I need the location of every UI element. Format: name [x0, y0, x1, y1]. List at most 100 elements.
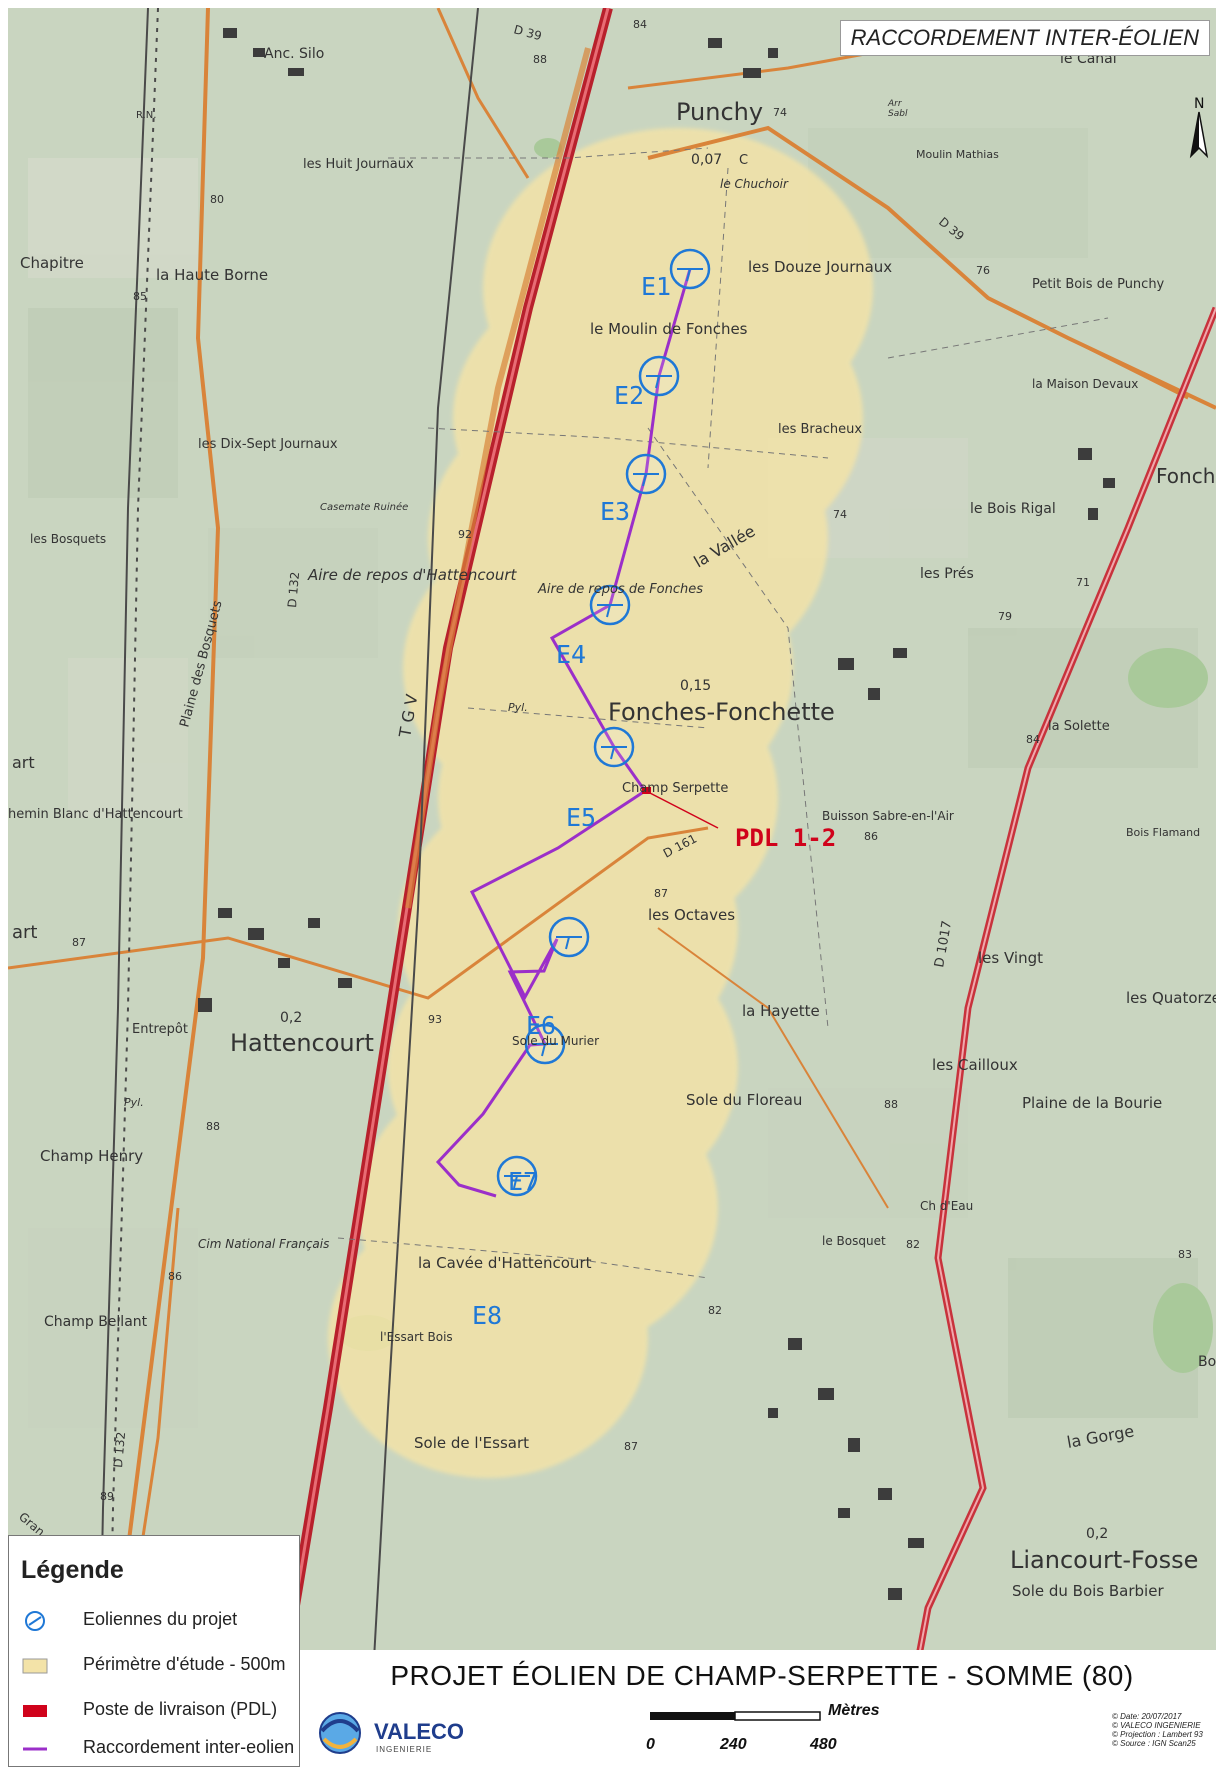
place-bois-flamand: Bois Flamand	[1126, 826, 1200, 839]
place-fonches-fonchette: Fonches-Fonchette	[608, 698, 835, 726]
spot-n83: 83	[1178, 1248, 1192, 1261]
place-cim-national: Cim National Français	[198, 1237, 329, 1251]
spot-n82: 82	[906, 1238, 920, 1251]
spot-n71: 71	[1076, 576, 1090, 589]
map-title: RACCORDEMENT INTER-ÉOLIEN	[839, 20, 1210, 56]
place-d132b: D 132	[111, 1431, 128, 1468]
place-champ-bellant: Champ Bellant	[44, 1314, 148, 1330]
turbine-e8[interactable]	[496, 1155, 538, 1197]
place-rn: R.N.	[136, 110, 156, 121]
spot-n87c: 87	[624, 1440, 638, 1453]
scale-unit: Mètres	[828, 1702, 880, 1719]
legend-label-turbines: Eoliennes du projet	[83, 1609, 238, 1629]
place-huit-journaux: les Huit Journaux	[303, 157, 414, 172]
spot-n88c: 88	[884, 1098, 898, 1111]
turbine-label-e8: E8	[472, 1301, 502, 1330]
connection-line-icon	[23, 1747, 47, 1751]
legend-item-connection: Raccordement inter-eolien	[21, 1734, 296, 1764]
legend-label-study-area: Périmètre d'étude - 500m	[83, 1654, 286, 1674]
credit-company: © VALECO INGENIERIE	[1112, 1721, 1201, 1730]
place-liancourt: Liancourt-Fosse	[1010, 1546, 1198, 1574]
credit-source: © Source : IGN Scan25	[1112, 1739, 1196, 1748]
place-le-bosquet: le Bosquet	[822, 1234, 886, 1248]
project-title: PROJET ÉOLIEN DE CHAMP-SERPETTE - SOMME …	[390, 1660, 1134, 1691]
place-sole-murier: Sole du Murier	[512, 1034, 599, 1048]
spot-n92: 92	[458, 528, 472, 541]
place-les-cailloux: les Cailloux	[932, 1056, 1018, 1074]
place-art: art	[12, 753, 35, 772]
turbine-labels: E1 E2 E3 E4 E5 E6 E7 E8	[472, 272, 671, 1330]
place-bois-rigal: le Bois Rigal	[970, 501, 1056, 517]
place-bracheux: les Bracheux	[778, 422, 862, 437]
spot-n74: 74	[773, 106, 787, 119]
place-maison-devaux: la Maison Devaux	[1032, 377, 1138, 391]
place-dix-sept-journaux: les Dix-Sept Journaux	[198, 437, 338, 452]
pdl-marker[interactable]: PDL 1-2	[642, 787, 836, 852]
place-sole-essart: Sole de l'Essart	[414, 1434, 529, 1452]
turbine-e1[interactable]	[669, 248, 711, 290]
place-les-vingt: les Vingt	[978, 949, 1043, 967]
place-ch-eau: Ch d'Eau	[920, 1199, 973, 1213]
legend-item-turbines: Eoliennes du projet	[21, 1606, 296, 1636]
scale-bar-graphic	[650, 1711, 821, 1721]
place-les-octaves: les Octaves	[648, 906, 735, 924]
turbine-e3[interactable]	[625, 453, 667, 495]
turbine-e2[interactable]	[638, 355, 680, 397]
turbine-label-e5: E5	[566, 803, 596, 832]
spot-n82b: 82	[708, 1304, 722, 1317]
north-label: N	[1194, 96, 1204, 112]
scale-tick-0: 0	[646, 1736, 655, 1753]
place-sabl: Sabl	[888, 109, 908, 119]
pdl-swatch-icon	[23, 1705, 47, 1717]
pylon-label-2: Pyl.	[124, 1096, 144, 1109]
place-aire-fonches: Aire de repos de Fonches	[537, 582, 703, 597]
turbine-label-e6: E6	[526, 1011, 556, 1040]
place-les-quatorze: les Quatorze	[1126, 989, 1216, 1007]
elev-02b: 0,2	[1086, 1526, 1108, 1542]
legend-label-pdl: Poste de livraison (PDL)	[83, 1699, 278, 1719]
turbine-layer	[496, 248, 711, 1197]
legend-item-pdl: Poste de livraison (PDL)	[21, 1696, 296, 1726]
turbine-e4[interactable]	[589, 584, 631, 626]
legend-title: Légende	[21, 1556, 124, 1584]
spot-n93: 93	[428, 1013, 442, 1026]
place-petit-bois-punchy: Petit Bois de Punchy	[1032, 277, 1165, 292]
spot-n89: 89	[100, 1490, 114, 1503]
place-plaine-bourie: Plaine de la Bourie	[1022, 1094, 1162, 1112]
place-moulin-fonches: le Moulin de Fonches	[590, 320, 748, 338]
place-sole-floreau: Sole du Floreau	[686, 1091, 802, 1109]
valeco-logo: VALECO INGENIERIE	[312, 1705, 482, 1761]
north-arrow: N	[1189, 96, 1209, 159]
valeco-globe-icon	[319, 1712, 361, 1754]
place-la-hayette: la Hayette	[742, 1002, 820, 1020]
spot-n86: 86	[864, 830, 878, 843]
place-casemate: Casemate Ruinée	[320, 501, 408, 513]
turbine-e6[interactable]	[548, 916, 590, 958]
scale-tick-2: 480	[810, 1736, 837, 1753]
elev-007: 0,07	[691, 152, 722, 168]
spot-n76: 76	[976, 264, 990, 277]
turbine-symbol-icon	[25, 1611, 45, 1631]
farm-tracks	[337, 147, 1109, 1279]
place-chapitre: Chapitre	[20, 254, 84, 272]
place-le-chuchoir: le Chuchoir	[720, 177, 789, 191]
turbine-e5[interactable]	[593, 726, 635, 768]
place-entrepot: Entrepôt	[132, 1022, 188, 1037]
place-aire-hattencourt: Aire de repos d'Hattencourt	[307, 566, 518, 584]
turbine-label-e1: E1	[641, 272, 671, 301]
place-d132: D 132	[285, 571, 302, 608]
highway-d1017	[894, 306, 1216, 1767]
spot-n84b: 84	[1026, 733, 1040, 746]
legend: Légende Eoliennes du projet Périmètre d'…	[8, 1535, 300, 1767]
topographic-map[interactable]: PDL 1-2 N Anc. Silo Punchy le Canal Moul…	[8, 8, 1216, 1767]
map-credits: © Date: 20/07/2017 © VALECO INGENIERIE ©…	[1112, 1712, 1222, 1748]
spot-n87b: 87	[654, 887, 668, 900]
place-buisson-sabre: Buisson Sabre-en-l'Air	[822, 809, 954, 823]
place-sole-bois-barbier: Sole du Bois Barbier	[1012, 1582, 1164, 1600]
turbine-label-e3: E3	[600, 497, 630, 526]
place-douze-journaux: les Douze Journaux	[748, 258, 892, 276]
spot-n86b: 86	[168, 1270, 182, 1283]
elev-015: 0,15	[680, 678, 711, 694]
turbine-e7[interactable]	[524, 1023, 566, 1065]
scale-tick-1: 240	[720, 1736, 747, 1753]
